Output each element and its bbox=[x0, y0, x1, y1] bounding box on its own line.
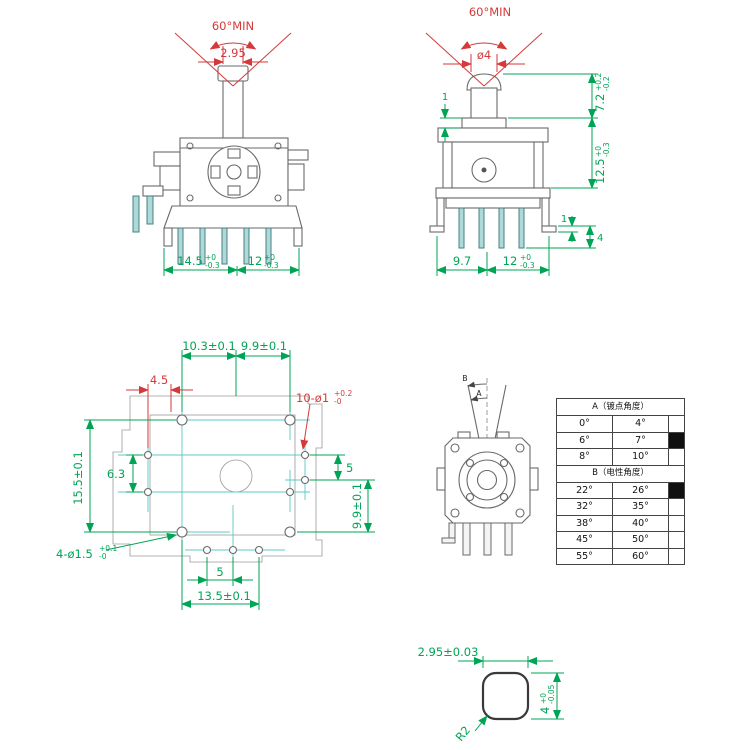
table-cell: 45° bbox=[556, 531, 613, 549]
table-row: 0° 4° bbox=[556, 415, 685, 433]
table-row: 6° 7° bbox=[556, 431, 685, 449]
table-row: 32° 35° bbox=[556, 498, 685, 516]
front-stem-width-label: 2.95 bbox=[220, 46, 246, 60]
footprint-pin-holes-tol-up: +0.2 bbox=[334, 389, 352, 398]
footprint-mount-holes-label: 4-ø1.5 bbox=[56, 547, 93, 561]
table-cell: 8° bbox=[556, 448, 613, 466]
table-mark-b-0 bbox=[668, 481, 685, 499]
footprint-height-left-label: 15.5±0.1 bbox=[71, 451, 85, 505]
detail-tip-width-label: 2.95±0.03 bbox=[418, 645, 479, 659]
table-cell: 6° bbox=[556, 431, 613, 449]
detail-view: 2.95±0.03 4 +0 -0.05 R2 bbox=[418, 645, 564, 744]
detail-tip-height-label: 4 bbox=[538, 707, 552, 714]
table-mark-a-2 bbox=[668, 448, 685, 466]
table-cell: 35° bbox=[612, 498, 669, 516]
front-width-right-label: 12 bbox=[248, 254, 263, 268]
top-view: A B bbox=[436, 374, 539, 556]
table-cell: 10° bbox=[612, 448, 669, 466]
table-cell: 60° bbox=[612, 547, 669, 565]
table-row: 8° 10° bbox=[556, 448, 685, 466]
side-width-right-label: 12 bbox=[503, 254, 518, 268]
side-gap-top-label: 1 bbox=[442, 92, 448, 103]
front-width-left-label: 14.5 bbox=[177, 254, 203, 268]
table-cell: 4° bbox=[612, 415, 669, 433]
table-cell: 50° bbox=[612, 531, 669, 549]
table-mark-b-3 bbox=[668, 531, 685, 549]
detail-tip-height-tol-dn: -0.05 bbox=[547, 684, 556, 704]
table-row: 45° 50° bbox=[556, 531, 685, 549]
table-row: 22° 26° bbox=[556, 481, 685, 499]
detail-tip-height-tol-up: +0 bbox=[539, 693, 548, 704]
side-body-height-label: 12.5 bbox=[593, 158, 607, 184]
side-width-left-label: 9.7 bbox=[453, 254, 471, 268]
side-view: 60°MIN ø4 1 7.2 +0.2 -0.2 12.5 +0 -0.3 bbox=[425, 5, 611, 276]
front-width-right-tol-up: +0 bbox=[264, 253, 275, 262]
footprint-pin-holes-tol-dn: -0 bbox=[334, 397, 342, 406]
table-cell: 22° bbox=[556, 481, 613, 499]
footprint-height-right-label: 9.9±0.1 bbox=[350, 483, 364, 529]
footprint-mount-holes-tol-dn: -0 bbox=[99, 552, 107, 561]
table-mark-a-1 bbox=[668, 431, 685, 449]
side-body-height-tol-up: +0 bbox=[594, 146, 603, 157]
detail-corner-radius-label: R2 bbox=[453, 723, 474, 744]
side-angle-label: 60°MIN bbox=[469, 5, 511, 19]
table-cell: 7° bbox=[612, 431, 669, 449]
footprint-view: 4.5 10-ø1 +0.2 -0 10.3±0.1 9.9±0.1 15.5±… bbox=[56, 339, 375, 610]
table-cell: 26° bbox=[612, 481, 669, 499]
side-shaft-height-tol-dn: -0.2 bbox=[602, 76, 611, 91]
side-shaft-height-tol-up: +0.2 bbox=[594, 73, 603, 91]
front-width-left-tol-up: +0 bbox=[205, 253, 216, 262]
footprint-offset-top-label: 4.5 bbox=[150, 373, 168, 387]
side-shaft-height-label: 7.2 bbox=[593, 94, 607, 112]
footprint-pitch-right-label: 5 bbox=[346, 461, 353, 475]
top-view-label-b: B bbox=[462, 374, 467, 383]
angle-table: A（镀点角度） 0° 4° 6° 7° 8° 10° B（电性角度） 22° 2… bbox=[556, 398, 685, 565]
side-body-height-tol-dn: -0.3 bbox=[602, 142, 611, 157]
top-view-label-a: A bbox=[476, 389, 482, 398]
table-cell: 0° bbox=[556, 415, 613, 433]
table-mark-a-0 bbox=[668, 415, 685, 433]
footprint-width-bottom-label: 13.5±0.1 bbox=[197, 589, 251, 603]
table-cell: 55° bbox=[556, 547, 613, 565]
front-view: 60°MIN 2.95 14.5 +0 -0.3 12 +0 -0.3 bbox=[132, 19, 309, 276]
footprint-pitch-bottom-label: 5 bbox=[216, 565, 223, 579]
table-cell: 32° bbox=[556, 498, 613, 516]
footprint-pitch-left-label: 6.3 bbox=[107, 467, 125, 481]
table-cell: 38° bbox=[556, 514, 613, 532]
side-width-right-tol-up: +0 bbox=[520, 253, 531, 262]
table-row: 38° 40° bbox=[556, 514, 685, 532]
table-mark-b-1 bbox=[668, 498, 685, 516]
side-pin-length-label: 4 bbox=[597, 233, 603, 244]
table-row: 55° 60° bbox=[556, 547, 685, 565]
side-width-right-tol-dn: -0.3 bbox=[520, 261, 535, 270]
angle-table-grid: A（镀点角度） 0° 4° 6° 7° 8° 10° B（电性角度） 22° 2… bbox=[556, 398, 685, 565]
footprint-pitch-top-right-label: 9.9±0.1 bbox=[241, 339, 287, 353]
front-width-left-tol-dn: -0.3 bbox=[205, 261, 220, 270]
footprint-mount-holes-tol-up: +0.1 bbox=[99, 544, 117, 553]
footprint-pin-holes-label: 10-ø1 bbox=[296, 391, 329, 405]
footprint-pitch-top-left-label: 10.3±0.1 bbox=[182, 339, 236, 353]
table-header-a: A（镀点角度） bbox=[556, 398, 685, 416]
side-shaft-dia-label: ø4 bbox=[477, 48, 491, 62]
front-width-right-tol-dn: -0.3 bbox=[264, 261, 279, 270]
table-header-b: B（电性角度） bbox=[556, 464, 685, 483]
table-mark-b-4 bbox=[668, 547, 685, 565]
side-leg-gap-label: 1 bbox=[561, 214, 567, 225]
front-angle-label: 60°MIN bbox=[212, 19, 254, 33]
table-cell: 40° bbox=[612, 514, 669, 532]
table-mark-b-2 bbox=[668, 514, 685, 532]
